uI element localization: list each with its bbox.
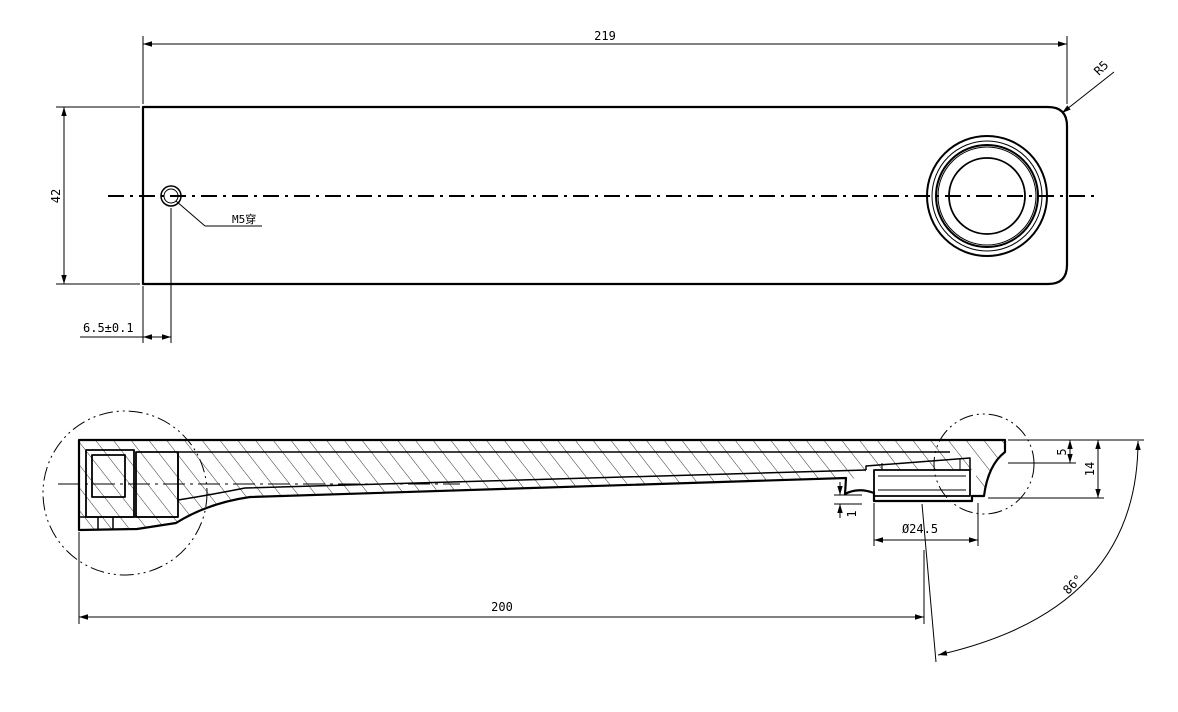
thread-callout-text: M5穿: [232, 212, 256, 226]
m5-hole-inner: [163, 188, 179, 204]
section-inner-taper: [177, 452, 867, 501]
dim-text-5: 5: [1055, 448, 1069, 455]
dim-text-42: 42: [49, 189, 63, 203]
dim-overall-length: 219: [142, 29, 1068, 104]
m5-hole: [160, 185, 182, 207]
top-view: 219 R5 42 M5穿 6.5±0.1: [49, 29, 1115, 343]
bore-rings: [926, 135, 1048, 257]
top-view-outline: [141, 105, 1069, 286]
dim-hole-offset: 6.5±0.1: [80, 208, 172, 343]
dim-text-200: 200: [491, 600, 513, 614]
dim-angle: 86°: [921, 440, 1141, 663]
dim-text-diameter: Ø24.5: [902, 522, 938, 536]
dim-text-219: 219: [594, 29, 616, 43]
thread-callout: M5穿: [175, 200, 262, 227]
dim-height: 42: [49, 106, 140, 285]
dim-base-length: 200: [78, 532, 925, 624]
dim-text-6-5: 6.5±0.1: [83, 321, 134, 335]
dim-corner-radius: R5: [1061, 58, 1115, 114]
dim-depths: 5 14: [988, 439, 1144, 499]
dim-text-angle: 86°: [1060, 572, 1085, 597]
dim-text-r5: R5: [1091, 58, 1111, 78]
section-hatch-fill: [79, 440, 1005, 530]
dim-text-1: 1: [845, 510, 859, 517]
dim-small-one: 1: [834, 482, 862, 518]
section-view: 5 14 1 Ø24.5 200: [42, 410, 1144, 663]
dim-text-14: 14: [1083, 462, 1097, 476]
detail-circle-left: [42, 410, 208, 576]
